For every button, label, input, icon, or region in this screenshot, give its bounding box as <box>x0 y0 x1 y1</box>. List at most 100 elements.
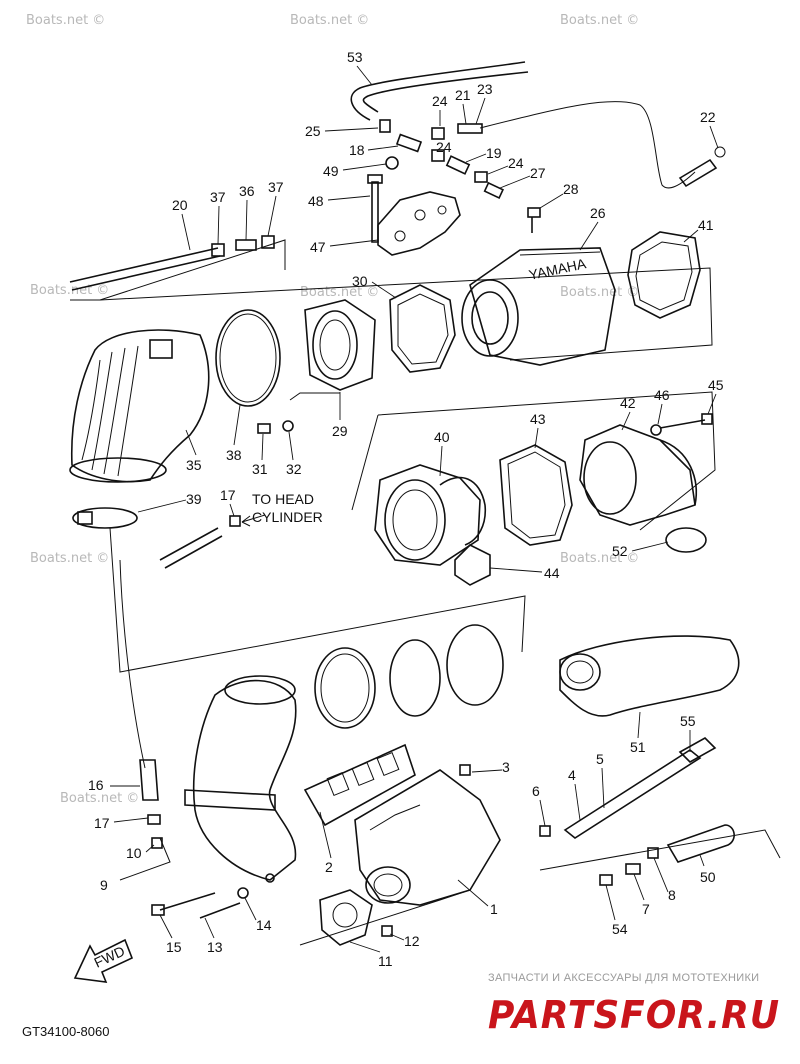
watermark: Boats.net © <box>560 551 639 566</box>
callout-24c: 24 <box>508 155 524 171</box>
bolt-45-head <box>701 413 713 425</box>
callout-18: 18 <box>349 142 365 158</box>
shop-logo: PARTSFOR.RU <box>488 993 780 1037</box>
manifold-gasket <box>303 743 416 827</box>
watermarks: Boats.net © Boats.net © Boats.net © Boat… <box>26 13 639 806</box>
exhaust-chamber-40 <box>374 464 487 566</box>
watermark: Boats.net © <box>560 285 639 300</box>
callout-31: 31 <box>252 461 268 477</box>
gasket-43 <box>499 444 573 546</box>
fwd-arrow: FWD <box>73 938 134 983</box>
callout-40: 40 <box>434 429 450 445</box>
callout-13: 13 <box>207 939 223 955</box>
fitting-17 <box>229 515 241 527</box>
clamp-39-screw <box>77 511 93 525</box>
callout-51: 51 <box>630 739 646 755</box>
clamp-52 <box>665 527 707 553</box>
callout-6: 6 <box>532 783 540 799</box>
callout-12: 12 <box>404 933 420 949</box>
callout-19: 19 <box>486 145 502 161</box>
callout-38: 38 <box>226 447 242 463</box>
plate-11 <box>319 889 373 946</box>
callout-48: 48 <box>308 193 324 209</box>
callout-3: 3 <box>502 759 510 775</box>
callout-43: 43 <box>530 411 546 427</box>
callout-21: 21 <box>455 87 471 103</box>
callout-1: 1 <box>490 901 498 917</box>
callout-23: 23 <box>477 81 493 97</box>
callout-17b: 17 <box>94 815 110 831</box>
exhaust-manifold <box>354 769 501 906</box>
bolt-45 <box>659 419 706 429</box>
part-code: GT34100-8060 <box>22 1024 109 1039</box>
exhaust-chamber-42 <box>579 424 697 526</box>
shop-caption: ЗАПЧАСТИ И АКСЕССУАРЫ ДЛЯ МОТОТЕХНИКИ <box>488 972 759 984</box>
callout-17a: 17 <box>220 487 236 503</box>
callout-36: 36 <box>239 183 255 199</box>
callout-53: 53 <box>347 49 363 65</box>
pipe-51 <box>559 635 740 717</box>
callout-39: 39 <box>186 491 202 507</box>
callout-41: 41 <box>698 217 714 233</box>
clamp-38 <box>215 309 281 407</box>
gasket-30 <box>389 284 456 373</box>
callout-24a: 24 <box>432 93 448 109</box>
exhaust-pipe-9 <box>184 675 297 881</box>
callout-5: 5 <box>596 751 604 767</box>
shop-branding: ЗАПЧАСТИ И АКСЕССУАРЫ ДЛЯ МОТОТЕХНИКИ PA… <box>488 972 780 1037</box>
callout-30: 30 <box>352 273 368 289</box>
muffler: YAMAHA <box>461 247 616 366</box>
callout-37b: 37 <box>268 179 284 195</box>
ring-33 <box>314 647 376 729</box>
clamp-34a <box>389 639 441 717</box>
callout-8: 8 <box>668 887 676 903</box>
lower-hardware <box>147 737 735 937</box>
callout-11: 11 <box>378 953 393 969</box>
exhaust-elbow <box>69 329 210 483</box>
watermark: Boats.net © <box>26 13 105 28</box>
callout-47: 47 <box>310 239 326 255</box>
callout-44: 44 <box>544 565 560 581</box>
valve-44 <box>454 544 491 586</box>
callout-42: 42 <box>620 395 636 411</box>
callouts: 53 24 21 23 25 18 24 19 22 49 24 27 48 2… <box>88 49 724 969</box>
callout-7: 7 <box>642 901 650 917</box>
top-hose-assembly <box>350 61 726 243</box>
note-to-head-line2: CYLINDER <box>252 509 323 525</box>
callout-35: 35 <box>186 457 202 473</box>
callout-26: 26 <box>590 205 606 221</box>
callout-22: 22 <box>700 109 716 125</box>
bracket <box>377 191 461 256</box>
callout-20: 20 <box>172 197 188 213</box>
hose-17 <box>159 527 219 561</box>
callout-32: 32 <box>286 461 302 477</box>
callout-16: 16 <box>88 777 104 793</box>
arrow-to-head <box>241 514 266 523</box>
callout-9: 9 <box>100 877 108 893</box>
clamp-38-inner <box>219 313 277 403</box>
watermark: Boats.net © <box>30 283 109 298</box>
callout-52: 52 <box>612 543 628 559</box>
washer-32 <box>282 420 294 432</box>
callout-29: 29 <box>332 423 348 439</box>
callout-24b: 24 <box>436 139 452 155</box>
gasket-41 <box>627 231 701 319</box>
bolt-31 <box>257 423 271 434</box>
callout-25: 25 <box>305 123 321 139</box>
callout-37a: 37 <box>210 189 226 205</box>
fwd-label: FWD <box>92 943 128 971</box>
flange-29 <box>304 299 376 391</box>
callout-54: 54 <box>612 921 628 937</box>
hose-16 <box>139 759 159 801</box>
callout-2: 2 <box>325 859 333 875</box>
watermark: Boats.net © <box>30 551 109 566</box>
watermark: Boats.net © <box>60 791 139 806</box>
callout-46: 46 <box>654 387 670 403</box>
callout-14: 14 <box>256 917 272 933</box>
note-to-head-line1: TO HEAD <box>252 491 314 507</box>
callout-49: 49 <box>323 163 339 179</box>
watermark: Boats.net © <box>560 13 639 28</box>
watermark: Boats.net © <box>290 13 369 28</box>
callout-55: 55 <box>680 713 696 729</box>
